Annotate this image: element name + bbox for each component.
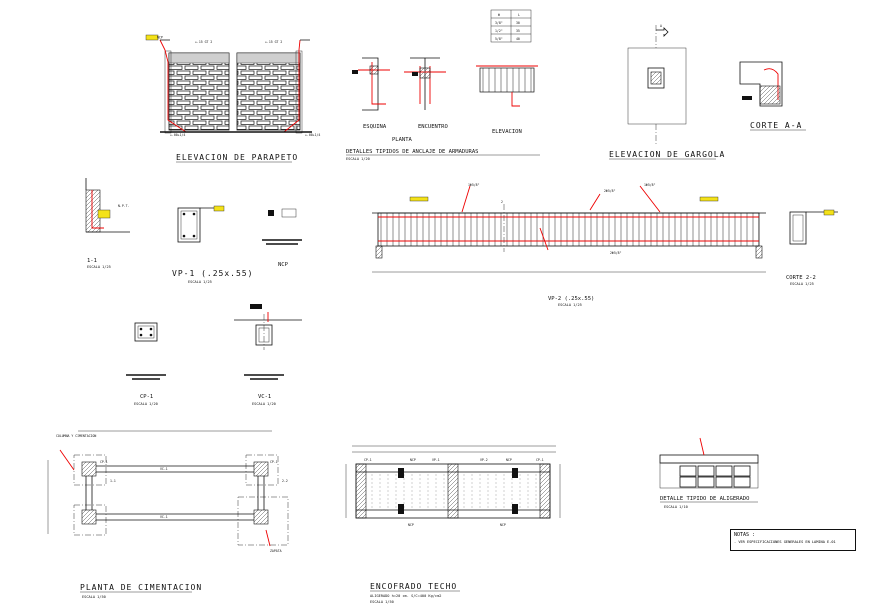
aligerado-scale: ESCALA 1/10 bbox=[664, 505, 688, 509]
parapeto-elevation: NCP +.15 GT 2 +.15 GT 2 +.00+1/4 +.00+1/… bbox=[145, 34, 320, 163]
brick-wall-right bbox=[236, 52, 301, 131]
section-1-1: 1-1 bbox=[87, 258, 97, 264]
vp2-title: VP-2 (.25x.55) bbox=[548, 296, 594, 302]
cimentacion-title: PLANTA DE CIMENTACION bbox=[80, 583, 202, 592]
anclaje-details: Φ L 3/8" 30 1/2" 35 5/8" 40 ESQUINA ENCU… bbox=[346, 9, 540, 161]
encofrado-label: NCP bbox=[506, 458, 512, 462]
lap-table: Φ L 3/8" 30 1/2" 35 5/8" 40 bbox=[490, 9, 532, 43]
vp1-scale: ESCALA 1/25 bbox=[188, 280, 212, 284]
vp2-scale: ESCALA 1/25 bbox=[558, 303, 582, 307]
ncp-label: NCP bbox=[157, 36, 163, 40]
table-cell: 5/8" bbox=[495, 37, 503, 41]
vp2-bar-label: 2Φ5/8" bbox=[610, 251, 622, 255]
column-footing bbox=[253, 461, 269, 477]
gargola-title: ELEVACION DE GARGOLA bbox=[609, 150, 725, 159]
cp1-col-label: CP-1 bbox=[270, 460, 278, 464]
elevacion-label: ELEVACION bbox=[492, 129, 522, 135]
column-footing bbox=[253, 509, 269, 525]
cp1-section: CP-1 ESCALA 1/20 bbox=[126, 322, 166, 406]
note-zapata: ZAPATA bbox=[270, 549, 282, 553]
table-cell: 3/8" bbox=[495, 21, 503, 25]
rebar-left bbox=[159, 39, 187, 133]
table-cell: 35 bbox=[516, 29, 520, 33]
section-mark-a: A bbox=[660, 24, 662, 28]
section-2-2-mark: 2-2 bbox=[282, 479, 288, 483]
encofrado-plan: CP-1 NCP VP-1 VP-2 NCP CP-1 NCP NCP ENCO… bbox=[345, 445, 561, 604]
brick-wall-left bbox=[168, 52, 230, 131]
vp2-elevation: 2 1Φ5/8" 1Φ5/8" 2Φ5/8" 2Φ5/8" VP-2 (.25x… bbox=[372, 183, 838, 307]
rebar-left-label: +.15 GT 2 bbox=[195, 40, 212, 44]
anclaje-title: DETALLES TIPIDOS DE ANCLAJE DE ARMADURAS bbox=[346, 149, 478, 155]
encofrado-subtitle: ALIGERADO h=20 cm. S/C=400 Kg/cm2 bbox=[370, 594, 441, 598]
aligerado-title: DETALLE TIPIDO DE ALIGERADO bbox=[660, 496, 749, 502]
vp2-mark: 2 bbox=[501, 200, 503, 204]
encofrado-label: VP-1 bbox=[432, 458, 440, 462]
parapeto-title: ELEVACION DE PARAPETO bbox=[176, 153, 298, 162]
gargola-detail: A ELEVACION DE GARGOLA CORTE A-A bbox=[609, 24, 806, 160]
encofrado-label: VP-2 bbox=[480, 458, 488, 462]
cap-beam-left bbox=[168, 52, 230, 64]
encuentro-label: ENCUENTRO bbox=[418, 124, 448, 130]
column-footing bbox=[81, 461, 97, 477]
table-cell: 30 bbox=[516, 21, 520, 25]
beam-body bbox=[377, 212, 760, 247]
ncp-bottom-label: NCP bbox=[500, 523, 506, 527]
notes-box: NOTAS : - VER ESPECIFICACIONES GENERALES… bbox=[730, 529, 856, 551]
vp2-bar-label: 1Φ5/8" bbox=[468, 183, 480, 187]
vc1-title: VC-1 bbox=[258, 394, 271, 400]
vp1-title: VP-1 (.25x.55) bbox=[172, 269, 253, 278]
planta-label: PLANTA bbox=[392, 137, 413, 143]
base-right-label: +.00+1/4 bbox=[305, 133, 320, 137]
column-footing bbox=[81, 509, 97, 525]
esquina-label: ESQUINA bbox=[363, 124, 387, 130]
note-columna: COLUMNA Y CIMENTACION bbox=[56, 434, 96, 438]
cp1-scale: ESCALA 1/20 bbox=[134, 402, 158, 406]
notes-title: NOTAS : bbox=[734, 532, 756, 538]
encofrado-title: ENCOFRADO TECHO bbox=[370, 582, 457, 591]
corte-aa-title: CORTE A-A bbox=[750, 121, 802, 130]
npt-label: N.P.T. bbox=[118, 204, 130, 208]
base-left-label: +.00+1/4 bbox=[170, 133, 185, 137]
table-cell: 40 bbox=[516, 37, 520, 41]
aligerado-detail: DETALLE TIPIDO DE ALIGERADO ESCALA 1/10 bbox=[659, 437, 759, 509]
ncp-bottom-label: NCP bbox=[408, 523, 414, 527]
vp2-bar-label: 2Φ5/8" bbox=[604, 189, 616, 193]
corte-22-title: CORTE 2-2 bbox=[786, 275, 816, 281]
vp1-section: N.P.T. 1-1 ESCALA 1/25 VP-1 (.25x.55) ES… bbox=[85, 178, 302, 284]
rebar-right bbox=[283, 39, 301, 133]
vc1-beam-label: VC-1 bbox=[160, 467, 168, 471]
cap-beam-right bbox=[236, 52, 301, 64]
cp1-title: CP-1 bbox=[140, 394, 153, 400]
table-cell: 1/2" bbox=[495, 29, 503, 33]
joist-lines bbox=[371, 474, 537, 508]
encofrado-scale: ESCALA 1/50 bbox=[370, 600, 394, 604]
table-header-l: L bbox=[518, 13, 520, 17]
section-1-1-scale: ESCALA 1/25 bbox=[87, 265, 111, 269]
encofrado-label: CP-1 bbox=[364, 458, 372, 462]
vc1-section: VC-1 ESCALA 1/20 bbox=[234, 304, 302, 406]
encofrado-label: NCP bbox=[410, 458, 416, 462]
anclaje-scale: ESCALA 1/20 bbox=[346, 157, 370, 161]
cimentacion-scale: ESCALA 1/50 bbox=[82, 595, 106, 599]
cimentacion-plan: VC-1 VC-1 CP-1 CP-1 1-1 2-2 COLUMNA Y CI… bbox=[47, 430, 289, 599]
notes-line: - VER ESPECIFICACIONES GENERALES EN LAMI… bbox=[734, 540, 836, 544]
rebar-right-label: +.15 GT 2 bbox=[265, 40, 282, 44]
vc1-beam-label: VC-1 bbox=[160, 515, 168, 519]
section-1-1-mark: 1-1 bbox=[110, 479, 116, 483]
ncp-label-2: NCP bbox=[278, 262, 289, 268]
vp2-bar-label: 1Φ5/8" bbox=[644, 183, 656, 187]
table-header-phi: Φ bbox=[498, 13, 500, 17]
corte-22-scale: ESCALA 1/25 bbox=[790, 282, 814, 286]
vc1-scale: ESCALA 1/20 bbox=[252, 402, 276, 406]
encofrado-label: CP-1 bbox=[536, 458, 544, 462]
cp1-col-label: CP-1 bbox=[100, 460, 108, 464]
